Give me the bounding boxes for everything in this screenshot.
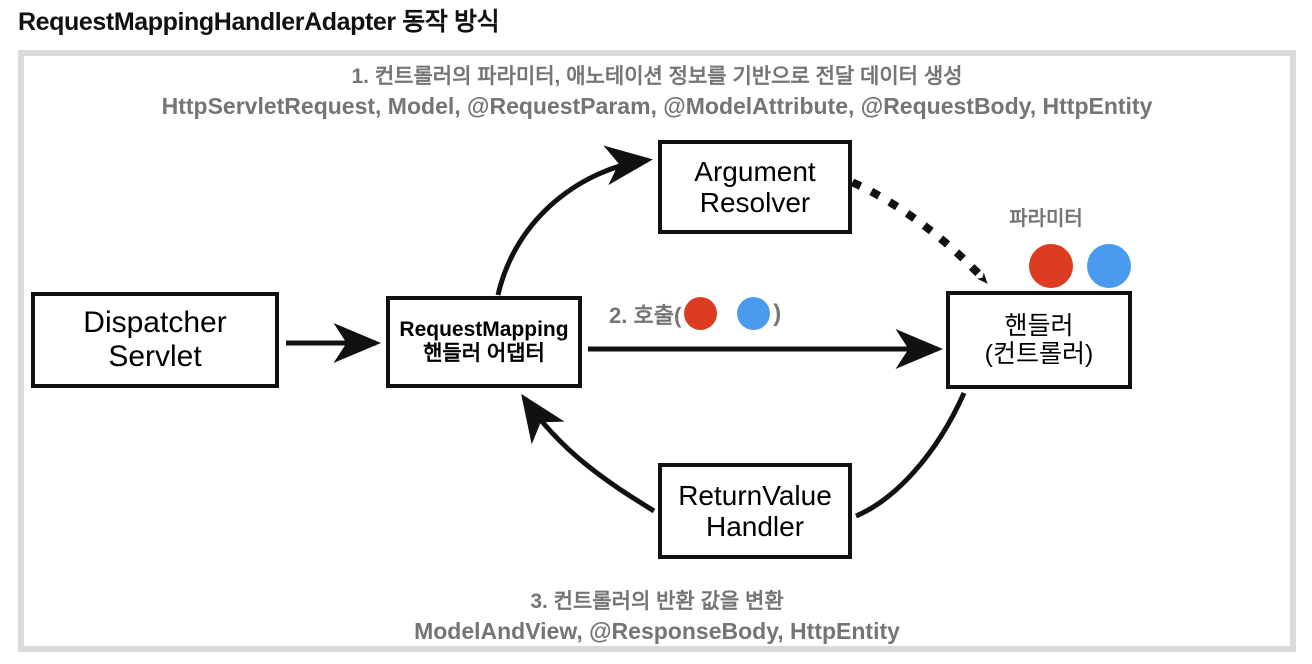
node-dispatcher-servlet-line1: Dispatcher	[83, 306, 227, 340]
parameter-dot-blue-icon	[1087, 244, 1131, 288]
node-request-mapping-handler-adapter[interactable]: RequestMapping 핸들러 어댑터	[386, 296, 582, 388]
node-request-mapping-handler-adapter-line1: RequestMapping	[399, 318, 569, 342]
edge-argument-to-handler	[850, 178, 992, 288]
annotation-step-2: 2. 호출( )	[609, 297, 781, 330]
call-dot-blue-icon	[737, 297, 771, 330]
edge-adapter-to-argument	[495, 145, 653, 296]
node-dispatcher-servlet-line2: Servlet	[108, 340, 202, 373]
edge-returnvalue-to-adapter	[521, 393, 656, 514]
annotation-step-1-types: HttpServletRequest, Model, @RequestParam…	[161, 93, 1153, 119]
diagram-frame: 1. 컨트롤러의 파라미터, 애노테이션 정보를 기반으로 전달 데이터 생성 …	[18, 50, 1296, 652]
node-handler-controller[interactable]: 핸들러 (컨트롤러)	[946, 291, 1132, 389]
node-handler-controller-line1: 핸들러	[1004, 312, 1074, 340]
annotation-step-1: 1. 컨트롤러의 파라미터, 애노테이션 정보를 기반으로 전달 데이터 생성	[351, 65, 963, 88]
annotation-step-3: 3. 컨트롤러의 반환 값을 변환	[530, 590, 784, 613]
page-title: RequestMappingHandlerAdapter 동작 방식	[18, 8, 500, 36]
annotation-step-2-suffix: )	[773, 299, 782, 327]
node-request-mapping-handler-adapter-line2: 핸들러 어댑터	[423, 342, 545, 365]
annotation-step-2-prefix: 2. 호출(	[609, 302, 682, 328]
node-return-value-handler[interactable]: ReturnValue Handler	[658, 463, 852, 559]
node-argument-resolver-line1: Argument	[694, 155, 816, 187]
node-argument-resolver[interactable]: Argument Resolver	[658, 140, 852, 234]
diagram-canvas: 1. 컨트롤러의 파라미터, 애노테이션 정보를 기반으로 전달 데이터 생성 …	[24, 56, 1290, 646]
parameter-dot-red-icon	[1029, 244, 1073, 288]
edge-handler-to-returnvalue	[855, 391, 967, 519]
node-return-value-handler-line2: Handler	[705, 511, 805, 542]
node-dispatcher-servlet[interactable]: Dispatcher Servlet	[31, 292, 279, 388]
node-return-value-handler-line1: ReturnValue	[678, 479, 832, 511]
annotation-parameter-label: 파라미터	[1009, 208, 1083, 230]
annotation-step-3-types: ModelAndView, @ResponseBody, HttpEntity	[414, 618, 900, 644]
node-handler-controller-line2: (컨트롤러)	[984, 340, 1094, 368]
node-argument-resolver-line2: Resolver	[699, 187, 811, 218]
call-dot-red-icon	[684, 297, 718, 330]
